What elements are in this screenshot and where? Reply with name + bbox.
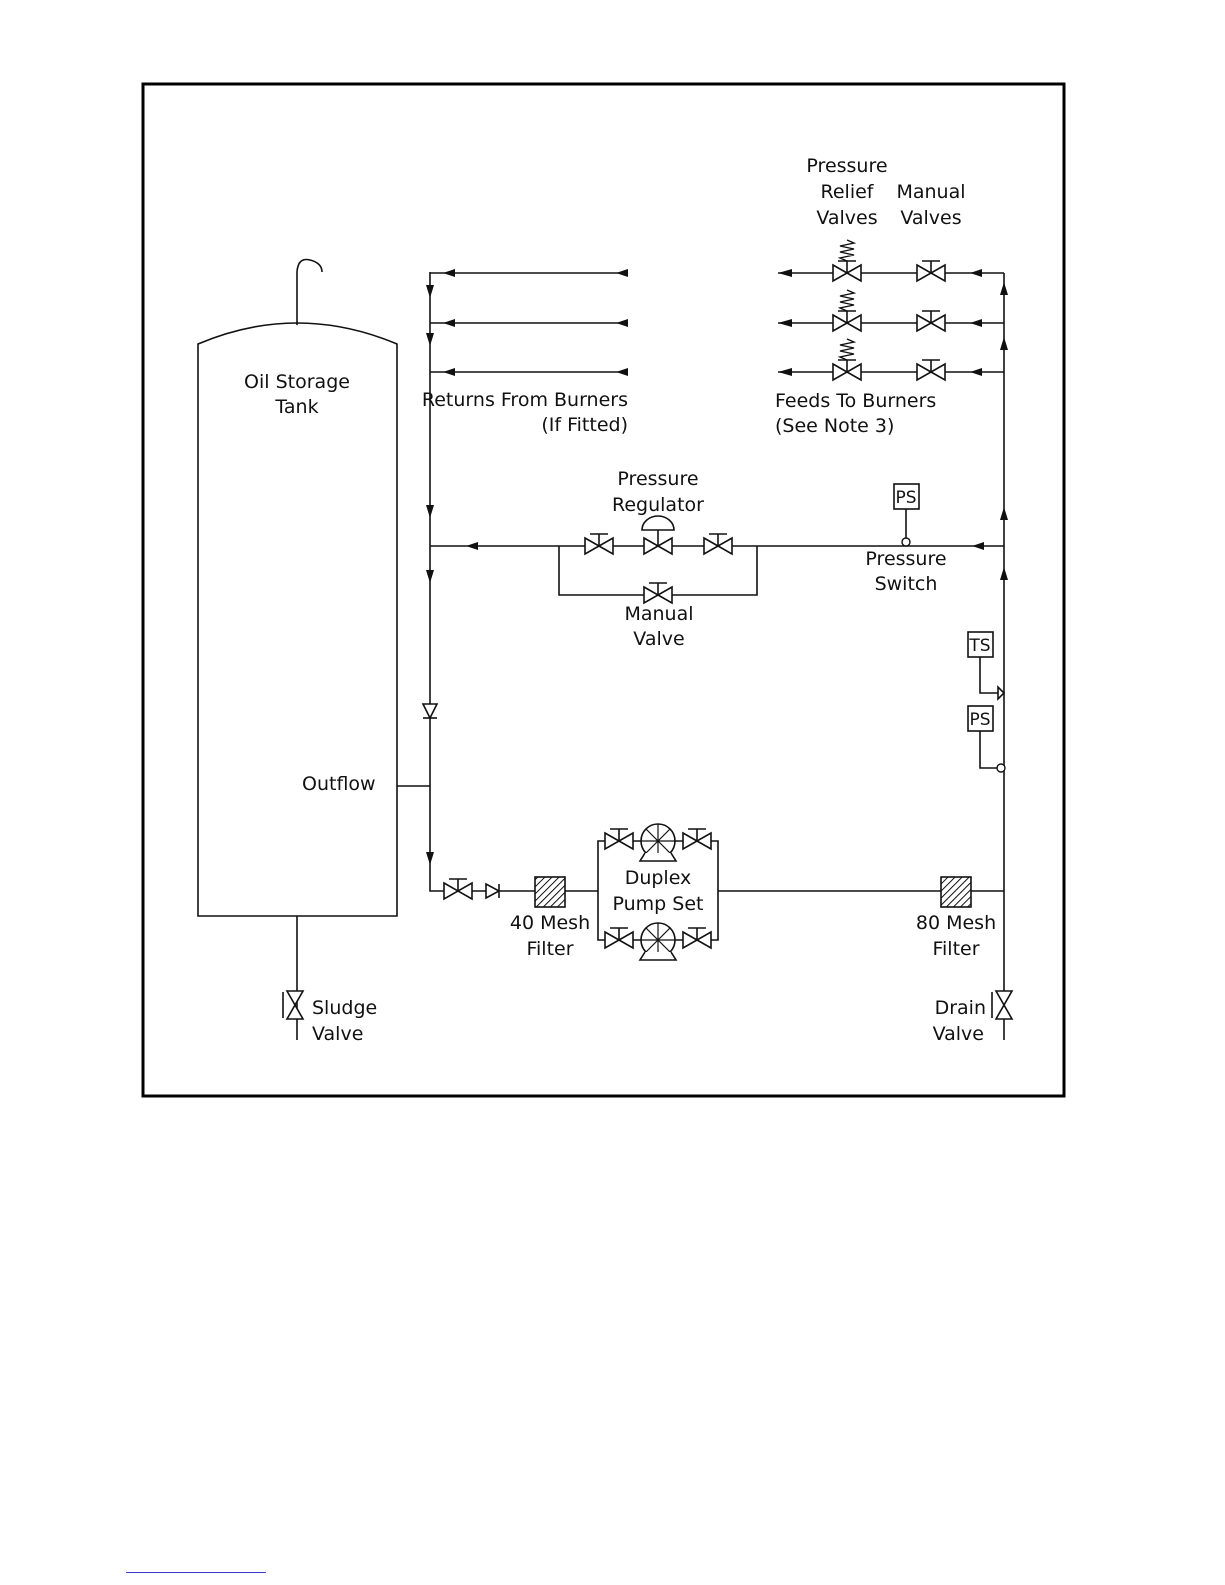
pressure-relief-valve-icon xyxy=(833,240,861,380)
returns-label-line1: Returns From Burners xyxy=(422,389,628,411)
sludge-valve-label-line1: Sludge xyxy=(312,997,377,1019)
suction-isolation-valve-icon xyxy=(444,879,472,899)
duplex-pump-set xyxy=(598,824,718,960)
drain-valve-label-line1: Drain xyxy=(935,997,986,1019)
returns-label-line2: (If Fitted) xyxy=(541,414,628,436)
oil-storage-tank xyxy=(198,260,397,917)
pressure-switch-label-line2: Switch xyxy=(875,573,938,595)
outflow-label: Outflow xyxy=(302,773,376,795)
bypass-manual-valve-icon xyxy=(644,583,672,603)
filter-40-label-line1: 40 Mesh xyxy=(510,912,590,934)
relief-valves-label-line3: Valves xyxy=(816,207,877,229)
manual-valves-label-line2: Valves xyxy=(900,207,961,229)
tank-label-line1: Oil Storage xyxy=(244,371,350,393)
suction-check-valve-icon xyxy=(486,884,499,898)
return-lines xyxy=(430,269,628,376)
pressure-switch-label-line1: Pressure xyxy=(865,548,946,570)
feed-lines xyxy=(778,269,1004,376)
feeds-label-line1: Feeds To Burners xyxy=(775,390,936,412)
bypass-valve-label-line2: Valve xyxy=(633,628,684,650)
drain-valve-icon xyxy=(992,991,1012,1019)
filter-80-mesh-icon xyxy=(941,877,971,907)
pressure-switch-tag: PS xyxy=(895,488,916,508)
manual-valves-label-line1: Manual xyxy=(896,181,965,203)
pump-set-label-line1: Duplex xyxy=(625,867,692,889)
filter-40-mesh-icon xyxy=(535,877,565,907)
regulator-label-line2: Regulator xyxy=(612,494,704,516)
regulator-label-line1: Pressure xyxy=(617,468,698,490)
footer-link-underline xyxy=(126,1572,266,1573)
relief-valves-label-line2: Relief xyxy=(821,181,875,203)
drain-valve-label-line2: Valve xyxy=(933,1023,984,1045)
pump-set-label-line2: Pump Set xyxy=(613,893,704,915)
bypass-valve-label-line1: Manual xyxy=(624,603,693,625)
filter-40-label-line2: Filter xyxy=(526,938,573,960)
filter-80-label-line1: 80 Mesh xyxy=(916,912,996,934)
relief-valves-label-line1: Pressure xyxy=(806,155,887,177)
tank-label-line2: Tank xyxy=(274,396,318,418)
sludge-valve-icon xyxy=(283,991,303,1019)
temperature-switch-tag: TS xyxy=(968,636,990,656)
feeds-label-line2: (See Note 3) xyxy=(775,415,894,437)
lower-pump-icon xyxy=(640,923,676,960)
sludge-valve-label-line2: Valve xyxy=(312,1023,363,1045)
return-check-valve-icon xyxy=(423,704,437,718)
upper-pump-icon xyxy=(640,824,676,861)
manual-valve-icon xyxy=(917,261,945,380)
low-pressure-switch-tag: PS xyxy=(969,710,990,730)
pressure-regulator-icon xyxy=(642,516,674,554)
suction-line xyxy=(430,890,1004,891)
filter-80-label-line2: Filter xyxy=(932,938,979,960)
